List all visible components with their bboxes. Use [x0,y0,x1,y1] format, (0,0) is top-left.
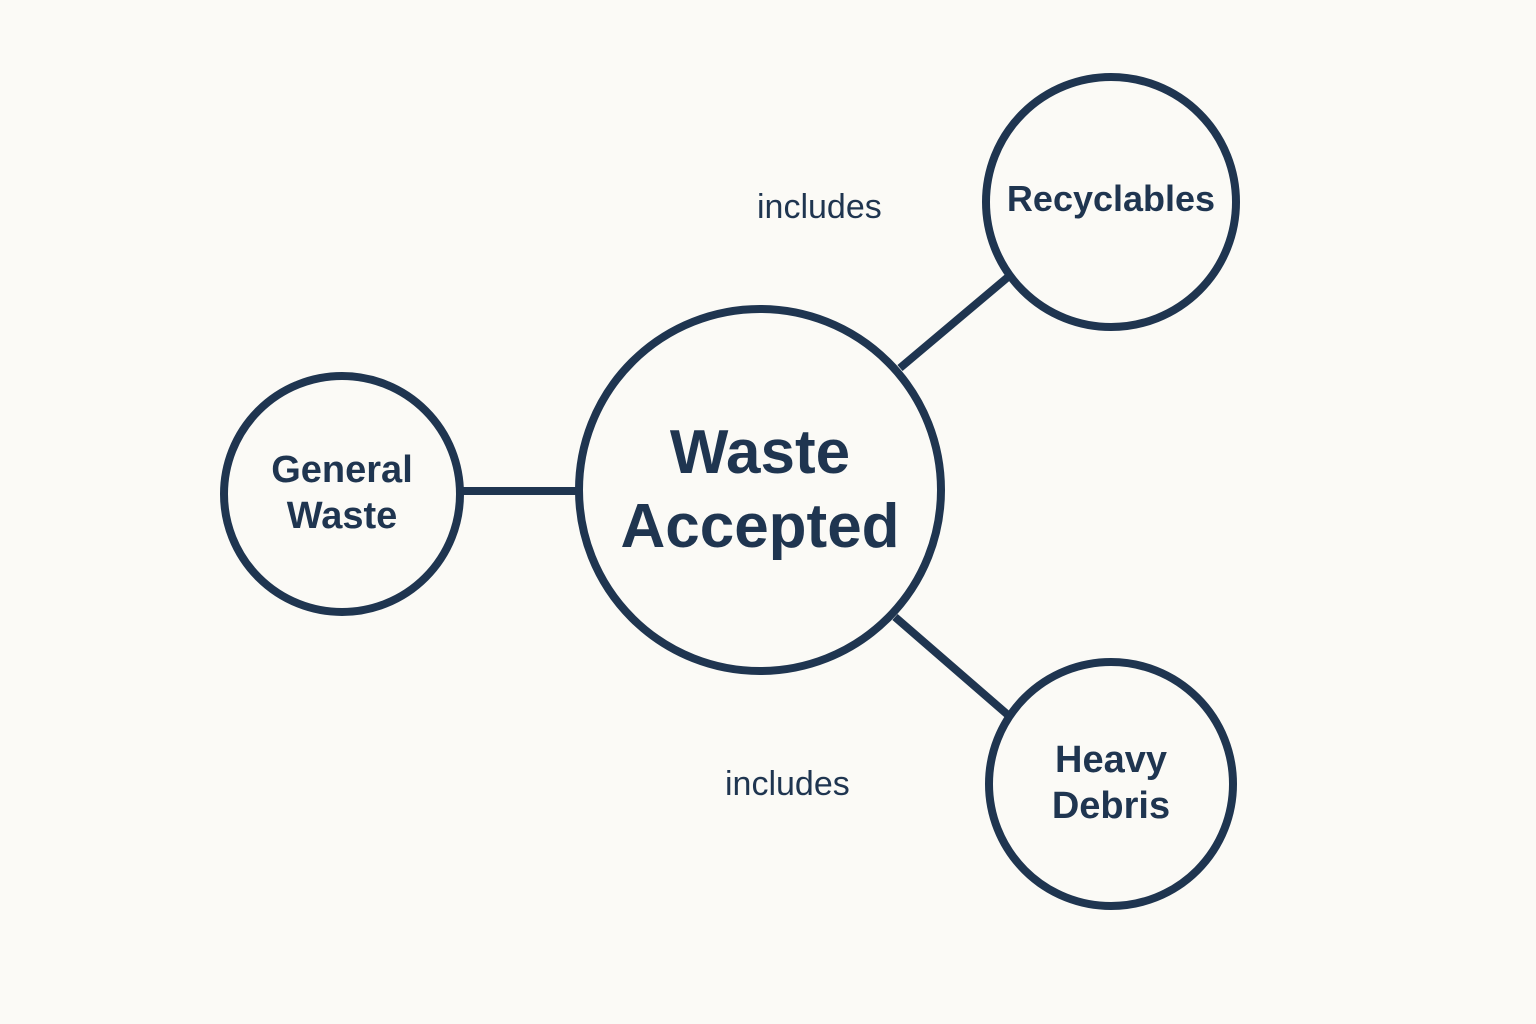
center-label-1: Waste [669,417,851,487]
heavy-label-1: Heavy [1055,739,1167,782]
center-label-2: Accepted [620,492,900,561]
recyclables-label: Recyclables [1006,178,1216,220]
edge-recyclables [897,273,1011,372]
heavy-label-2: Debris [1051,785,1171,827]
edge-label-bottom: includes [725,765,850,803]
edge-heavy [892,613,1011,719]
edge-label-top: includes [757,188,882,226]
recyclables-node: Recyclables [986,77,1236,321]
general-node-circle [220,372,464,616]
recyclables-node-circle [982,73,1240,331]
general-label-1: General [271,449,413,492]
heavy-node-circle [985,658,1237,910]
center-node-circle [575,305,945,675]
general-label-2: Waste [286,495,398,537]
